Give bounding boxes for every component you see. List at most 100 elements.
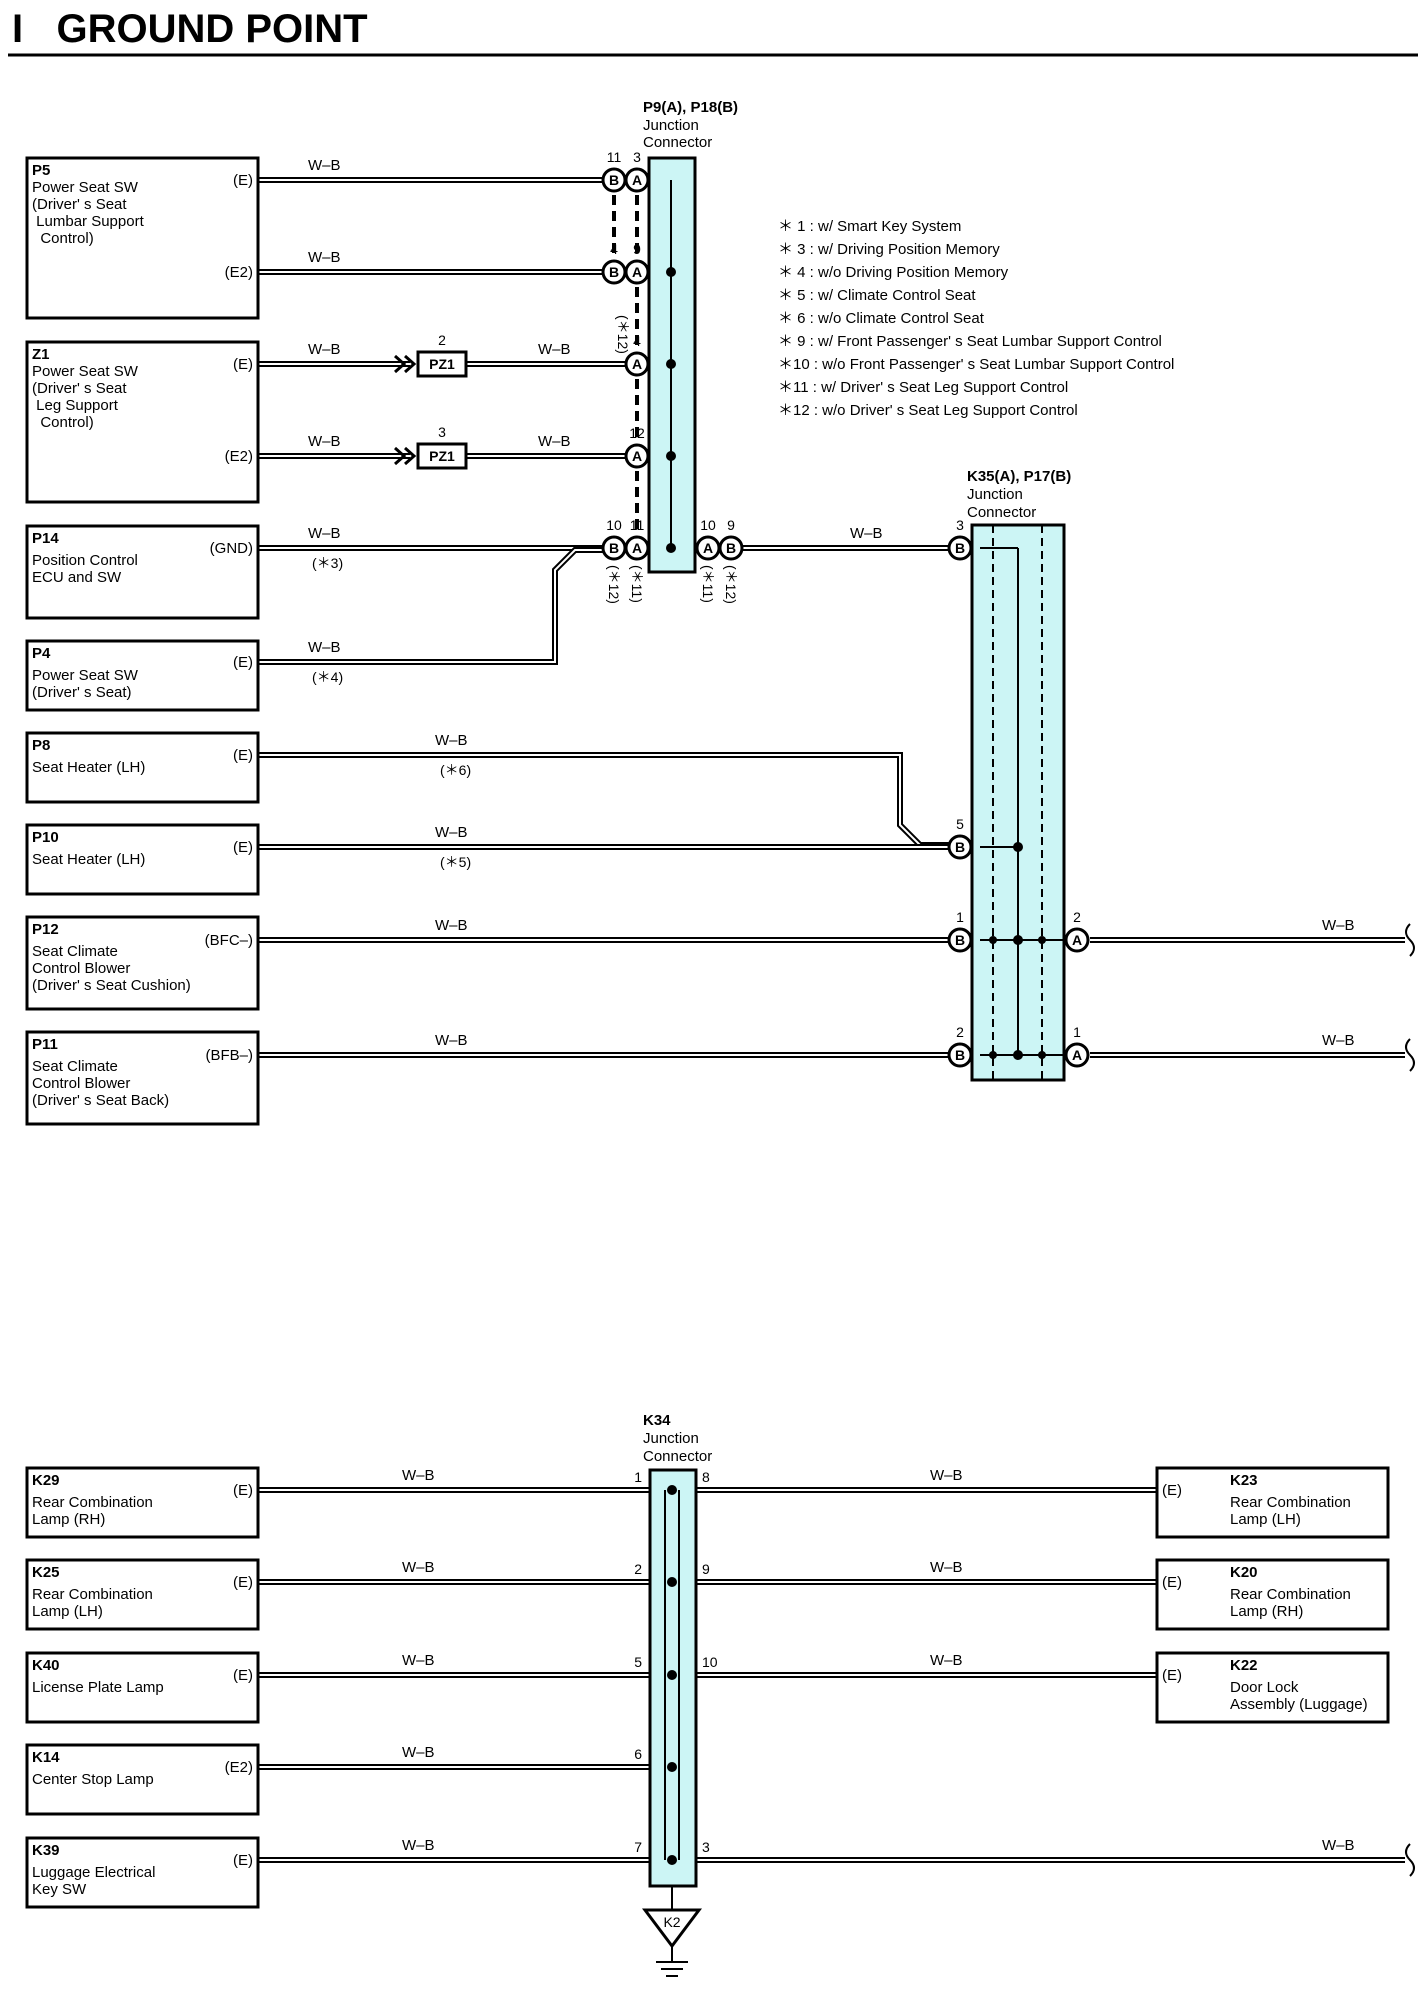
svg-text:B: B: [955, 839, 965, 855]
svg-text:(＊11): (＊11): [700, 565, 716, 603]
pin: B4: [601, 241, 627, 285]
svg-text:(E): (E): [233, 356, 253, 373]
svg-text:2: 2: [956, 1024, 964, 1040]
pin: A4: [624, 333, 650, 377]
svg-text:7: 7: [634, 1839, 642, 1855]
svg-text:Rear Combination: Rear Combination: [32, 1586, 153, 1603]
svg-text:Rear Combination: Rear Combination: [1230, 1494, 1351, 1511]
svg-text:Power Seat SW: Power Seat SW: [32, 363, 139, 380]
svg-text:10: 10: [606, 517, 622, 533]
svg-text:12: 12: [629, 425, 645, 441]
svg-text:W–B: W–B: [308, 249, 341, 266]
svg-text:11: 11: [630, 517, 645, 533]
svg-text:11: 11: [607, 149, 622, 165]
svg-text:Connector: Connector: [643, 134, 712, 151]
svg-text:Junction: Junction: [643, 117, 699, 134]
svg-text:A: A: [1072, 1047, 1082, 1063]
svg-text:Seat Climate: Seat Climate: [32, 1058, 118, 1075]
svg-text:3: 3: [956, 517, 964, 533]
component-k22: (E) K22 Door Lock Assembly (Luggage): [1155, 1651, 1390, 1724]
svg-text:(BFC–): (BFC–): [205, 932, 253, 949]
svg-text:8: 8: [702, 1469, 710, 1485]
svg-text:W–B: W–B: [850, 525, 883, 542]
svg-text:K39: K39: [32, 1842, 60, 1859]
svg-text:Seat Climate: Seat Climate: [32, 943, 118, 960]
component-k40: K40 License Plate Lamp (E): [25, 1651, 260, 1724]
svg-text:(Driver' s Seat Cushion): (Driver' s Seat Cushion): [32, 977, 191, 994]
svg-text:Power Seat SW: Power Seat SW: [32, 667, 139, 684]
svg-text:W–B: W–B: [538, 341, 571, 358]
svg-text:(Driver' s Seat): (Driver' s Seat): [32, 684, 132, 701]
svg-text:(GND): (GND): [210, 540, 253, 557]
svg-text:＊ 3 : w/ Driving Position Memo: ＊ 3 : w/ Driving Position Memory: [778, 241, 1000, 258]
svg-text:(BFB–): (BFB–): [205, 1047, 253, 1064]
svg-text:W–B: W–B: [402, 1744, 435, 1761]
pin: A10: [695, 517, 721, 561]
wires-bottom: [255, 1487, 1405, 1863]
svg-text:B: B: [955, 1047, 965, 1063]
pin: B5: [947, 816, 973, 860]
svg-text:Control): Control): [32, 230, 94, 247]
svg-text:Control): Control): [32, 414, 94, 431]
svg-text:W–B: W–B: [930, 1559, 963, 1576]
pin: A1: [1064, 1024, 1090, 1068]
pin: A12: [624, 425, 650, 469]
svg-text:Key SW: Key SW: [32, 1881, 87, 1898]
variant-notes: ＊ 1 : w/ Smart Key System ＊ 3 : w/ Drivi…: [778, 218, 1174, 419]
pin: A9: [624, 241, 650, 285]
svg-text:3: 3: [633, 149, 641, 165]
svg-text:A: A: [632, 264, 642, 280]
svg-text:3: 3: [702, 1839, 710, 1855]
svg-text:Luggage Electrical: Luggage Electrical: [32, 1864, 155, 1881]
svg-text:W–B: W–B: [435, 732, 468, 749]
component-k23: (E) K23 Rear Combination Lamp (LH): [1155, 1466, 1390, 1539]
component-p14: P14 Position Control ECU and SW (GND): [25, 524, 260, 620]
svg-text:B: B: [726, 540, 736, 556]
svg-text:10: 10: [702, 1654, 718, 1670]
pz1-splice-2: PZ1 3: [394, 424, 468, 470]
svg-text:W–B: W–B: [402, 1837, 435, 1854]
svg-text:Lamp (LH): Lamp (LH): [32, 1603, 103, 1620]
svg-text:W–B: W–B: [308, 341, 341, 358]
svg-text:9: 9: [702, 1561, 710, 1577]
pin: B3: [947, 517, 973, 561]
svg-text:P14: P14: [32, 530, 59, 547]
svg-text:PZ1: PZ1: [429, 356, 455, 372]
svg-text:(E): (E): [233, 1482, 253, 1499]
svg-text:B: B: [955, 932, 965, 948]
svg-text:K35(A), P17(B): K35(A), P17(B): [967, 468, 1071, 485]
svg-text:(＊5): (＊5): [440, 854, 471, 870]
svg-text:2: 2: [438, 332, 446, 348]
pz1-splice-1: PZ1 2: [394, 332, 468, 378]
component-p12: P12 Seat Climate Control Blower (Driver'…: [25, 915, 260, 1011]
svg-text:B: B: [955, 540, 965, 556]
svg-text:K40: K40: [32, 1657, 60, 1674]
svg-text:Center Stop Lamp: Center Stop Lamp: [32, 1771, 154, 1788]
svg-text:K25: K25: [32, 1564, 60, 1581]
svg-text:W–B: W–B: [435, 824, 468, 841]
svg-text:A: A: [703, 540, 713, 556]
svg-text:W–B: W–B: [308, 433, 341, 450]
svg-text:A: A: [632, 540, 642, 556]
page-title: I GROUND POINT: [12, 7, 368, 51]
svg-text:B: B: [609, 264, 619, 280]
svg-text:4: 4: [633, 333, 641, 349]
junction-connector-p9-p18: (＊12) P9(A), P18(B) Junction Connector: [612, 99, 738, 574]
component-p10: P10 Seat Heater (LH) (E): [25, 823, 260, 896]
pin: B9: [718, 517, 744, 561]
svg-text:1: 1: [956, 909, 964, 925]
svg-text:6: 6: [634, 1746, 642, 1762]
svg-text:＊12 : w/o Driver' s Seat Leg S: ＊12 : w/o Driver' s Seat Leg Support Con…: [778, 402, 1078, 419]
svg-text:(＊12): (＊12): [615, 315, 631, 354]
svg-text:P12: P12: [32, 921, 59, 938]
svg-text:(E): (E): [1162, 1574, 1182, 1591]
component-p4: P4 Power Seat SW (Driver' s Seat) (E): [25, 639, 260, 712]
component-k25: K25 Rear Combination Lamp (LH) (E): [25, 1558, 260, 1631]
svg-text:K22: K22: [1230, 1657, 1258, 1674]
svg-text:Power Seat SW: Power Seat SW: [32, 179, 139, 196]
svg-text:＊ 1 : w/ Smart Key System: ＊ 1 : w/ Smart Key System: [778, 218, 961, 235]
svg-text:W–B: W–B: [930, 1467, 963, 1484]
svg-text:3: 3: [438, 424, 446, 440]
component-k14: K14 Center Stop Lamp (E2): [25, 1743, 260, 1816]
